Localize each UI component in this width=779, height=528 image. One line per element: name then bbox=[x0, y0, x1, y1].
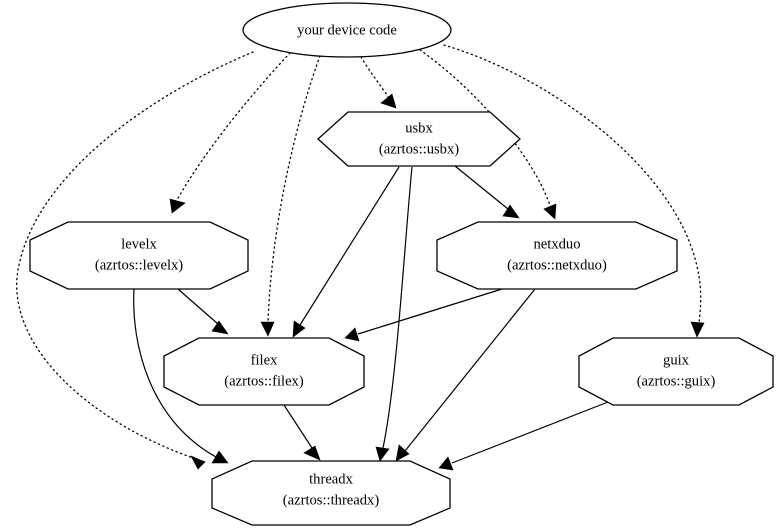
edge-device-to-levelx bbox=[169, 52, 291, 214]
node-label-threadx-name: threadx bbox=[309, 471, 353, 487]
node-label-netxduo-package: (azrtos::netxduo) bbox=[507, 257, 607, 273]
edge-usbx-to-filex bbox=[292, 166, 400, 338]
node-label-filex-package: (azrtos::filex) bbox=[224, 373, 304, 389]
node-label-usbx-name: usbx bbox=[405, 120, 433, 136]
edge-device-to-guix bbox=[443, 44, 705, 338]
edge-guix-to-threadx bbox=[438, 401, 609, 471]
node-label-levelx-name: levelx bbox=[121, 236, 157, 252]
edge-levelx-to-threadx bbox=[133, 288, 229, 464]
node-guix[interactable]: guix (azrtos::guix) bbox=[578, 337, 774, 406]
edge-device-to-filex bbox=[260, 55, 321, 337]
node-label-usbx-package: (azrtos::usbx) bbox=[379, 141, 459, 157]
node-usbx[interactable]: usbx (azrtos::usbx) bbox=[317, 111, 521, 167]
node-levelx[interactable]: levelx (azrtos::levelx) bbox=[29, 221, 249, 290]
edge-device-to-threadx bbox=[16, 51, 254, 470]
edge-netxduo-to-filex bbox=[344, 288, 503, 342]
node-your-device-code[interactable]: your device code bbox=[242, 2, 452, 58]
edge-filex-to-threadx bbox=[283, 404, 321, 461]
edge-usbx-to-threadx bbox=[375, 166, 413, 462]
edge-netxduo-to-threadx bbox=[395, 288, 536, 462]
node-label-device: your device code bbox=[297, 22, 397, 38]
edge-device-to-netxduo bbox=[419, 49, 557, 220]
node-label-filex-name: filex bbox=[251, 352, 278, 368]
edge-device-to-usbx bbox=[360, 56, 397, 109]
node-label-levelx-package: (azrtos::levelx) bbox=[95, 257, 183, 273]
edge-usbx-to-netxduo bbox=[454, 165, 520, 219]
node-threadx[interactable]: threadx (azrtos::threadx) bbox=[211, 460, 451, 526]
node-netxduo[interactable]: netxduo (azrtos::netxduo) bbox=[436, 221, 678, 290]
node-label-guix-package: (azrtos::guix) bbox=[637, 373, 716, 389]
node-label-netxduo-name: netxduo bbox=[533, 236, 580, 252]
node-label-guix-name: guix bbox=[663, 352, 690, 368]
edge-levelx-to-filex bbox=[177, 288, 229, 335]
node-label-threadx-package: (azrtos::threadx) bbox=[283, 492, 380, 508]
node-filex[interactable]: filex (azrtos::filex) bbox=[163, 337, 365, 406]
